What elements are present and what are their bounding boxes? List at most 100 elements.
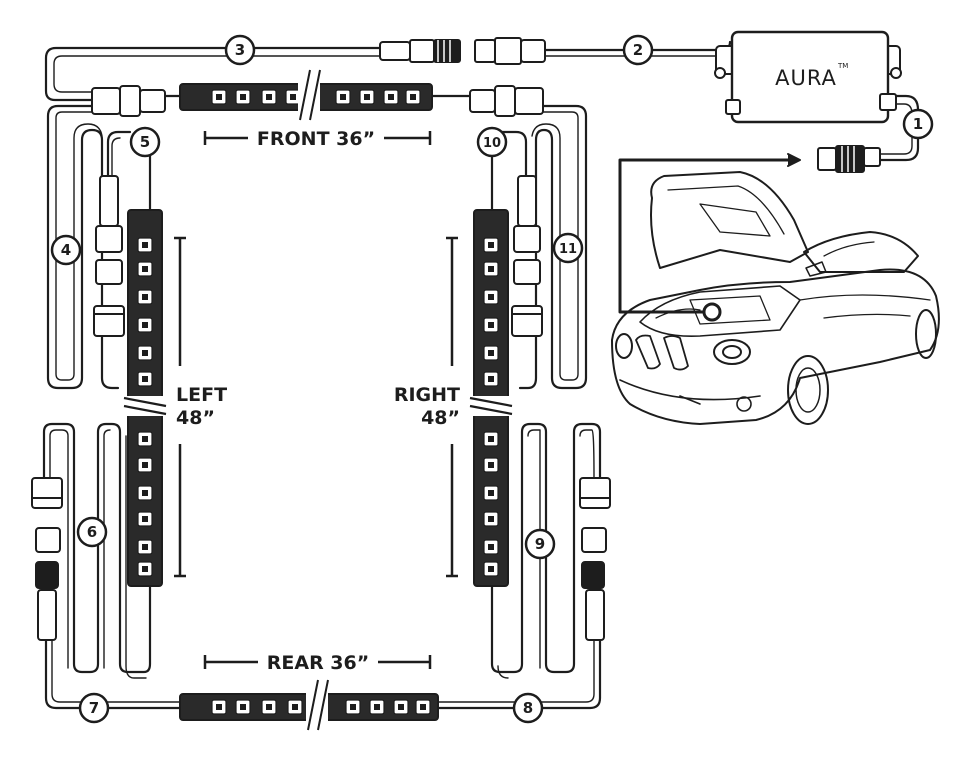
wire-4-b	[55, 111, 103, 381]
front-led-chip-die	[216, 94, 222, 100]
right-connector-lower	[579, 477, 611, 641]
controller-brand: AURA	[775, 66, 837, 90]
wire-6-b	[49, 429, 147, 679]
wires	[42, 40, 920, 710]
wire-11-b	[527, 111, 579, 381]
left-led-chip-die	[142, 436, 148, 442]
wire-11	[518, 104, 588, 390]
right-led-chip-die	[488, 436, 494, 442]
right-label-line1: RIGHT	[394, 384, 460, 406]
callout-3: 3	[224, 34, 256, 66]
wire-8	[436, 638, 602, 710]
front-led-chip-die	[266, 94, 272, 100]
front-label: FRONT 36”	[257, 128, 375, 150]
left-connector-upper	[93, 175, 125, 337]
wire-3-inner	[53, 55, 381, 93]
right-strip-leds	[483, 237, 499, 577]
callout-1: 1	[902, 108, 934, 140]
callout-8: 8	[512, 692, 544, 724]
callout-9: 9	[524, 528, 556, 560]
left-connector-lower	[31, 477, 63, 641]
left-led-chip-die	[142, 544, 148, 550]
rear-led-chip-die	[398, 704, 404, 710]
callout-11: 11	[552, 232, 584, 264]
dimension-markers	[174, 131, 458, 669]
aura-controller: AURA TM	[714, 30, 902, 124]
wire-9-b	[497, 429, 595, 679]
rear-strip-leds	[211, 699, 431, 715]
car-headlight-left	[615, 333, 633, 359]
front-led-chip-die	[410, 94, 416, 100]
callout-4-label: 4	[61, 241, 71, 259]
left-led-chip-die	[142, 350, 148, 356]
callout-8-label: 8	[523, 699, 533, 717]
front-led-chip-die	[388, 94, 394, 100]
front-led-chip-die	[340, 94, 346, 100]
connectors	[31, 37, 881, 641]
front-right-connector	[469, 85, 544, 117]
left-led-chip-die	[142, 376, 148, 382]
left-led-chip-die	[142, 322, 148, 328]
front-strip	[179, 69, 433, 121]
left-led-chip-die	[142, 462, 148, 468]
left-label-line1: LEFT	[176, 384, 227, 406]
right-led-chip-die	[488, 490, 494, 496]
front-led-chip-die	[290, 94, 296, 100]
front-led-chip-die	[240, 94, 246, 100]
callout-2-label: 2	[633, 41, 643, 59]
callout-2: 2	[622, 34, 654, 66]
rear-label: REAR 36”	[267, 652, 370, 674]
car-windshield	[803, 231, 919, 273]
front-led-chip-die	[364, 94, 370, 100]
right-led-chip-die	[488, 322, 494, 328]
front-strip-leds	[211, 89, 421, 105]
right-led-chip-die	[488, 516, 494, 522]
callout-3-label: 3	[235, 41, 245, 59]
callout-5: 5	[129, 126, 161, 158]
car-hood	[650, 171, 809, 269]
callout-5-label: 5	[140, 133, 150, 151]
callout-4: 4	[50, 234, 82, 266]
wire-8-b	[437, 639, 595, 703]
wire-3	[44, 46, 382, 102]
plug-3-male	[379, 39, 461, 63]
car-rear-wheel	[915, 309, 937, 359]
right-led-chip-die	[488, 266, 494, 272]
rear-led-chip-die	[266, 704, 272, 710]
power-plug	[817, 145, 881, 173]
right-strip	[466, 209, 518, 587]
rear-strip	[179, 679, 439, 731]
led-strips	[120, 69, 518, 731]
plug-2-female	[474, 37, 546, 65]
left-strip	[120, 209, 172, 587]
install-pointer-arrow	[787, 153, 801, 167]
install-pointer-line	[618, 158, 794, 314]
left-led-chip-die	[142, 294, 148, 300]
controller-location-marker	[702, 302, 722, 322]
wire-5-b	[111, 137, 121, 177]
left-led-chip-die	[142, 490, 148, 496]
left-led-chip-die	[142, 516, 148, 522]
section-labels: FRONT 36” REAR 36” LEFT 48” RIGHT 48”	[176, 128, 460, 674]
right-led-chip-die	[488, 462, 494, 468]
controller-trademark: TM	[837, 62, 848, 70]
callout-6-label: 6	[87, 523, 97, 541]
callout-6: 6	[76, 516, 108, 548]
rear-led-chip-die	[420, 704, 426, 710]
right-led-chip-die	[488, 566, 494, 572]
right-led-chip-die	[488, 544, 494, 550]
callout-9-label: 9	[535, 535, 545, 553]
wire-6	[42, 422, 152, 674]
right-strip-break	[466, 396, 518, 416]
car-headlight-right	[713, 339, 751, 365]
right-led-chip-die	[488, 294, 494, 300]
right-label-line2: 48”	[421, 407, 460, 429]
car-grille	[635, 334, 689, 371]
callouts: 1 2 3 4 5 6 7 8	[50, 34, 934, 724]
right-led-chip-die	[488, 242, 494, 248]
car-body	[611, 268, 940, 425]
car-illustration	[611, 153, 940, 425]
right-led-chip-die	[488, 350, 494, 356]
